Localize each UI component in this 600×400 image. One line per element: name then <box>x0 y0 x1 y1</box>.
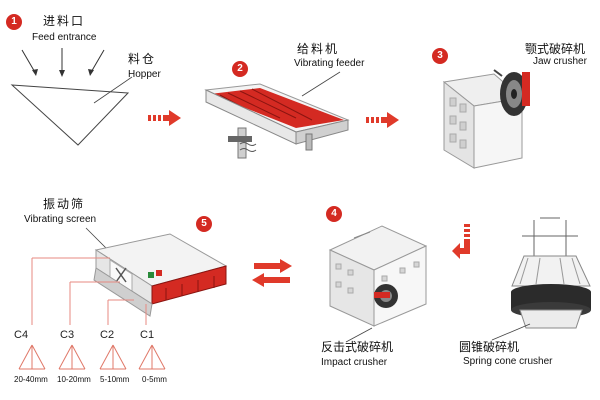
step-4-badge: 4 <box>326 206 342 222</box>
vibrating-screen-label-cn: 振动筛 <box>43 197 86 211</box>
output-lines-icon <box>31 257 147 325</box>
impact-crusher-label-cn: 反击式破碎机 <box>321 340 394 354</box>
vibrating-feeder-label-cn: 给料机 <box>297 42 340 56</box>
output-c4-size: 20-40mm <box>14 375 48 384</box>
output-c1-size: 0-5mm <box>142 375 167 384</box>
step-2-badge: 2 <box>232 61 248 77</box>
flow-arrow-icon <box>366 112 399 128</box>
jaw-crusher-image <box>442 69 530 169</box>
output-c2-size: 5-10mm <box>100 375 130 384</box>
flow-arrow-icon <box>148 110 181 126</box>
impact-crusher-image <box>328 225 428 327</box>
hopper-icon <box>10 76 133 146</box>
cone-crusher-image <box>511 217 591 329</box>
output-c3-code: C3 <box>60 329 75 341</box>
feed-entrance-label-en: Feed entrance <box>32 32 97 43</box>
output-c2-code: C2 <box>100 329 115 341</box>
vibrating-feeder-label-en: Vibrating feeder <box>294 58 365 69</box>
bidirectional-arrow-icon <box>252 259 292 287</box>
vibrating-screen-image <box>93 233 228 317</box>
hopper-label-cn: 料仓 <box>128 52 157 66</box>
jaw-crusher-label-cn: 颚式破碎机 <box>525 42 586 56</box>
vibrating-screen-label-en: Vibrating screen <box>24 214 97 225</box>
cone-crusher-label-cn: 圆锥破碎机 <box>459 340 520 354</box>
output-c4-pile-icon <box>18 344 46 370</box>
impact-pointer-icon <box>345 327 373 343</box>
output-c1-pile-icon <box>138 344 166 370</box>
feeder-pointer-icon <box>301 71 341 97</box>
vibrating-feeder-image <box>204 83 350 159</box>
output-c3-size: 10-20mm <box>57 375 91 384</box>
output-c2-pile-icon <box>99 344 127 370</box>
feed-entrance-label-cn: 进料口 <box>43 14 86 28</box>
step-5-badge: 5 <box>196 216 212 232</box>
output-c4-code: C4 <box>14 329 29 341</box>
output-c1-code: C1 <box>140 329 155 341</box>
output-c3-pile-icon <box>58 344 86 370</box>
feed-arrows-icon <box>21 48 105 77</box>
step-1-badge: 1 <box>6 14 22 30</box>
flow-arrow-icon <box>452 224 470 259</box>
step-3-badge: 3 <box>432 48 448 64</box>
cone-pointer-icon <box>491 323 531 341</box>
hopper-label-en: Hopper <box>128 69 161 80</box>
jaw-crusher-label-en: Jaw crusher <box>533 56 587 67</box>
cone-crusher-label-en: Spring cone crusher <box>463 356 553 367</box>
impact-crusher-label-en: Impact crusher <box>321 357 388 368</box>
